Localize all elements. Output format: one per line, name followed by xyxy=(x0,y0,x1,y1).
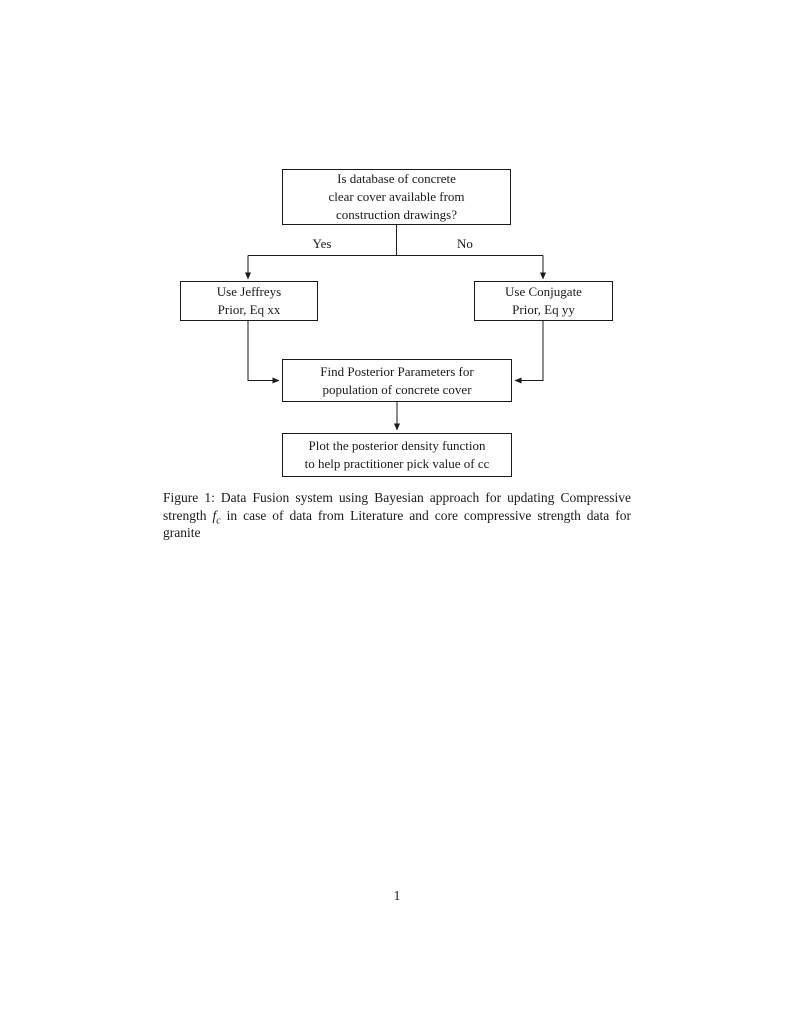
jeffreys-prior-box-line: Prior, Eq xx xyxy=(217,302,281,317)
connector-conjugate-to-posterior xyxy=(514,321,544,384)
plot-density-box-line: Plot the posterior density function xyxy=(308,438,486,453)
page-number: 1 xyxy=(393,888,401,903)
posterior-parameters-box: Find Posterior Parameters for population… xyxy=(282,359,512,402)
conjugate-prior-box-line: Prior, Eq yy xyxy=(512,302,575,317)
decision-box-line: Is database of concrete xyxy=(337,171,456,186)
plot-density-box: Plot the posterior density function to h… xyxy=(282,433,512,477)
plot-density-box-line: to help practitioner pick value of cc xyxy=(304,456,490,471)
connector-jeffreys-to-posterior xyxy=(247,321,280,384)
decision-box-line: clear cover available from xyxy=(328,189,465,204)
posterior-parameters-box-line: Find Posterior Parameters for xyxy=(320,363,474,379)
branch-label-no: No xyxy=(457,236,473,251)
math-fc-subscript: c xyxy=(216,515,221,527)
conjugate-prior-box: Use Conjugate Prior, Eq yy xyxy=(474,281,613,321)
jeffreys-prior-box: Use Jeffreys Prior, Eq xx xyxy=(180,281,318,321)
conjugate-prior-box-line: Use Conjugate xyxy=(505,284,582,299)
figure-caption-text: in case of data from Literature and core… xyxy=(163,507,631,541)
posterior-parameters-box-line: population of concrete cover xyxy=(322,381,472,397)
math-fc-symbol: f xyxy=(212,507,217,523)
decision-box-line: construction drawings? xyxy=(336,207,457,222)
figure-caption: Figure 1: Data Fusion system using Bayes… xyxy=(163,489,631,542)
figure-caption-text: Figure 1: Data Fusion system using Bayes… xyxy=(163,490,631,523)
branch-label-yes: Yes xyxy=(312,236,332,251)
decision-box: Is database of concrete clear cover avai… xyxy=(282,169,511,225)
jeffreys-prior-box-line: Use Jeffreys xyxy=(216,284,282,299)
